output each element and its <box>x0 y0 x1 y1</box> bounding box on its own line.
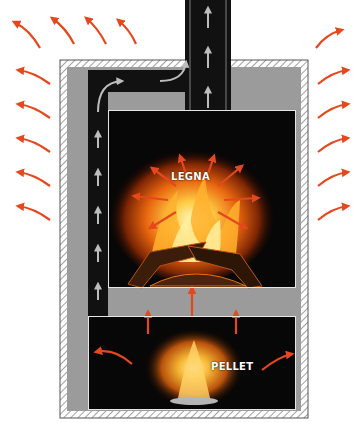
heat-arrow <box>262 354 292 370</box>
radiant-arrow <box>86 18 106 44</box>
smoke-arrow <box>97 170 99 186</box>
wood-fire-glow <box>108 142 276 282</box>
heat-arrow <box>96 351 132 364</box>
radiant-arrow <box>18 70 50 84</box>
radiant-arrow <box>18 172 50 186</box>
chamber-box: LEGNA <box>108 110 296 288</box>
radiant-arrow <box>18 104 50 118</box>
pellet-chamber <box>88 316 296 410</box>
smoke-arrow <box>207 8 209 28</box>
flue-edge <box>189 0 191 110</box>
radiant-arrow <box>14 22 40 48</box>
heat-arrow <box>150 212 176 228</box>
radiant-arrow <box>318 104 348 118</box>
chamber-box: PELLET <box>88 316 296 410</box>
heat-arrows <box>96 156 292 370</box>
radiant-arrow <box>18 206 50 220</box>
stove-casing <box>60 60 308 418</box>
flue-edge <box>225 0 227 110</box>
firebox <box>108 110 296 288</box>
smoke-arrow <box>207 88 209 108</box>
heat-flow-arrow <box>191 288 193 316</box>
smoke-arrow <box>97 208 99 224</box>
smoke-arrow <box>160 62 186 81</box>
smoke-arrow <box>97 132 99 148</box>
radiant-arrow <box>318 206 348 220</box>
flue-pipe <box>185 0 231 112</box>
radiant-arrow <box>316 30 342 48</box>
radiant-heat-arrows <box>14 18 348 220</box>
heat-arrow <box>218 212 246 228</box>
logs <box>128 242 262 288</box>
radiant-arrow <box>118 20 136 44</box>
heat-arrow <box>218 166 242 186</box>
chamber-label: LEGNA <box>171 171 210 182</box>
smoke-arrow <box>98 81 122 112</box>
smoke-arrow <box>207 48 209 68</box>
radiant-arrow <box>52 18 74 44</box>
pellet-flame <box>178 340 210 398</box>
radiant-arrow <box>318 138 348 152</box>
radiant-arrow <box>318 172 348 186</box>
radiant-arrow <box>318 70 348 84</box>
chamber-label: PELLET <box>211 361 253 372</box>
smoke-arrow <box>97 284 99 300</box>
radiant-arrow <box>18 138 50 152</box>
smoke-arrow <box>97 246 99 262</box>
heat-arrow <box>224 198 258 200</box>
log <box>150 274 246 286</box>
pellet-burner <box>170 397 218 405</box>
stove-body <box>67 67 301 411</box>
heat-arrow <box>134 196 168 200</box>
